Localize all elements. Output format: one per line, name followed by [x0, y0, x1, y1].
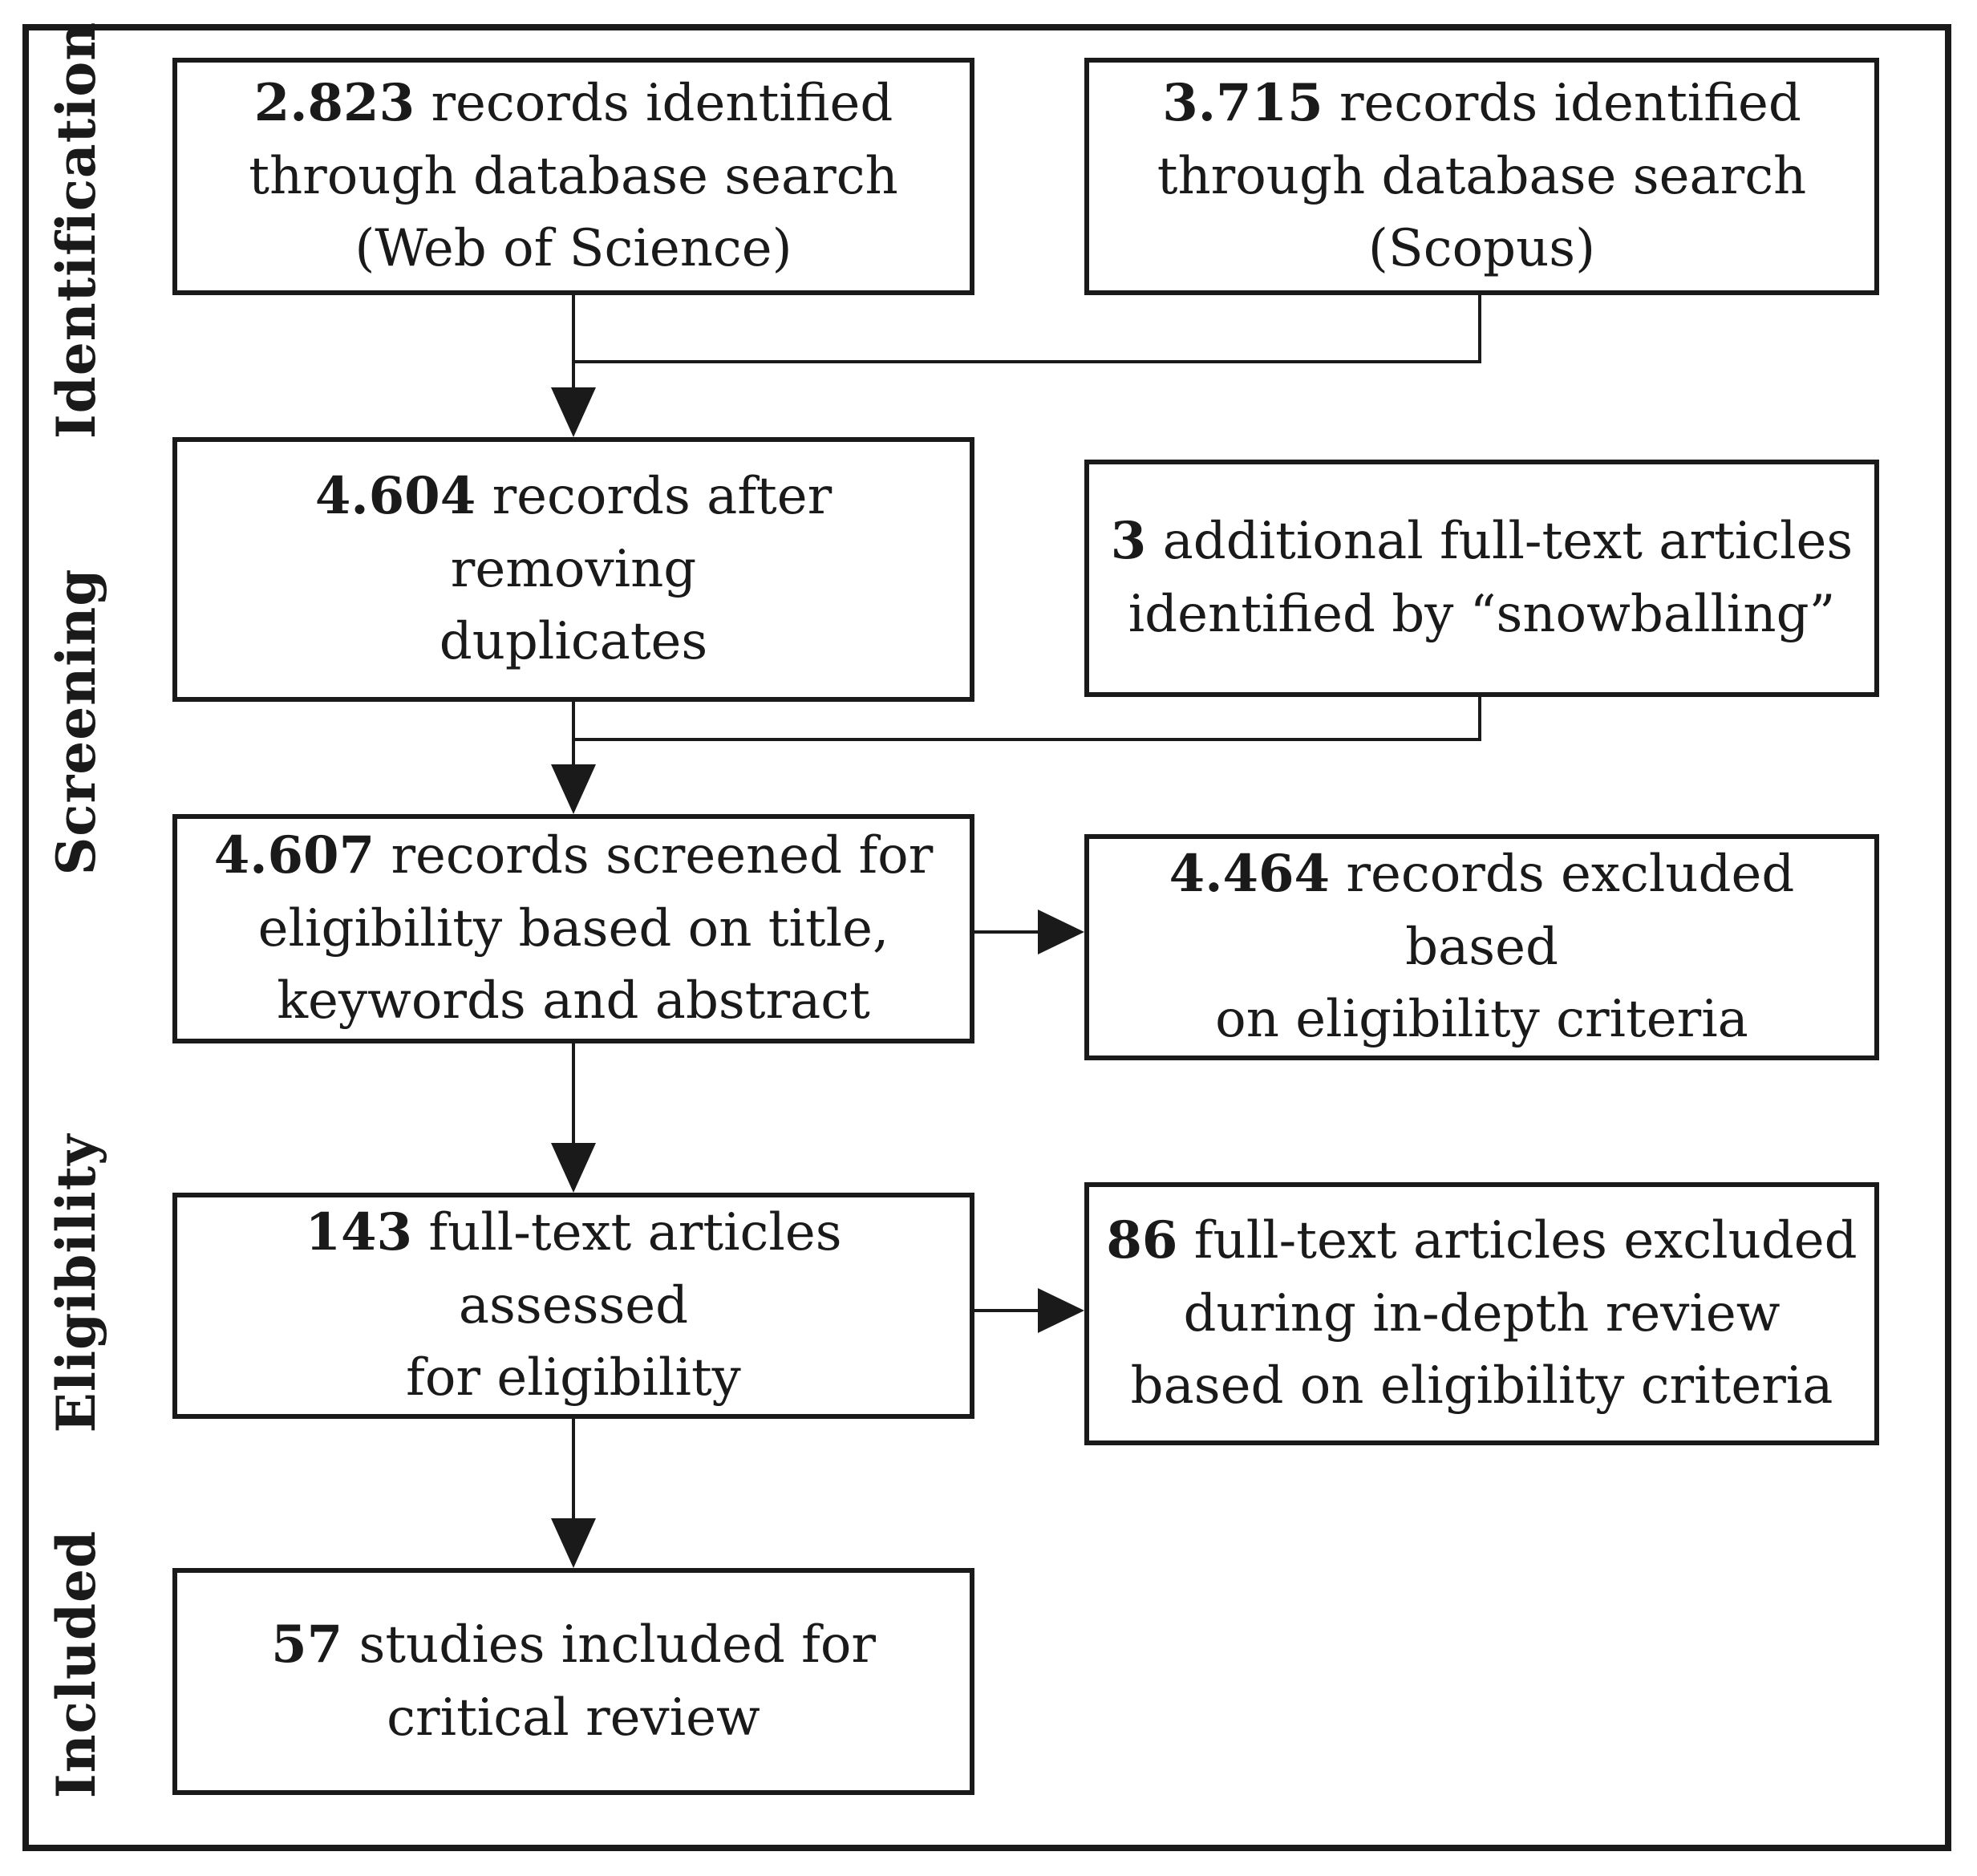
connector-duplicates-down-line — [572, 702, 575, 768]
connector-scopus-merge-line — [572, 360, 1481, 363]
connector-screened-down-line — [572, 1043, 575, 1146]
arrowhead-right-to-excluded-screening-icon — [1038, 910, 1084, 954]
stage-label-eligibility: Eligibility — [45, 1133, 107, 1433]
connector-fulltext-down-line — [572, 1419, 575, 1521]
stage-label-identification: Identification — [45, 21, 107, 440]
connector-screened-to-excluded-line — [972, 930, 1048, 934]
diagram-outer-border — [22, 24, 1951, 1851]
connector-snowballing-merge-line — [572, 738, 1481, 741]
connector-fulltext-to-excluded-line — [972, 1309, 1048, 1312]
stage-label-screening: Screening — [45, 568, 107, 876]
arrowhead-right-to-excluded-fulltext-icon — [1038, 1288, 1084, 1333]
arrowhead-down-to-screened-icon — [551, 764, 596, 814]
stage-label-included: Included — [45, 1530, 107, 1799]
arrowhead-down-to-included-icon — [551, 1518, 596, 1568]
connector-scopus-down-line — [1478, 295, 1481, 363]
connector-snowballing-down-line — [1478, 697, 1481, 741]
arrowhead-down-to-fulltext-icon — [551, 1143, 596, 1193]
arrowhead-down-to-duplicates-icon — [551, 387, 596, 437]
connector-wos-down-line — [572, 295, 575, 391]
